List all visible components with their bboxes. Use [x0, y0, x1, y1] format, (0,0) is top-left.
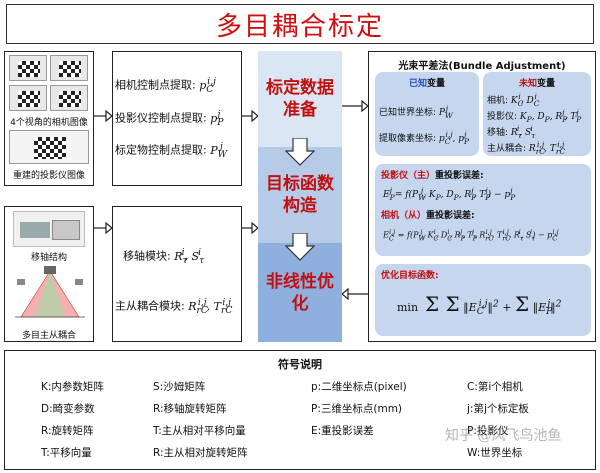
stage-arrow-2: [285, 233, 315, 261]
module-panel: 移轴模块: Rτi, Sτi 主从耦合模块: RrCi,j, TrCi,j: [112, 206, 242, 342]
projector-image-caption: 重建的投影仪图像: [12, 171, 85, 181]
watermark: 知乎 @风飞鸟池鱼: [445, 428, 562, 444]
unknown-camera: 相机: KCi, DCi: [487, 92, 540, 108]
multi-coupling-caption: 多目主从耦合: [21, 331, 76, 341]
objective-title: 优化目标函数:: [381, 271, 439, 281]
known-world-coords: 已知世界坐标: PWj: [379, 104, 453, 120]
control-point-panel: 相机控制点提取: pCi,j 投影仪控制点提取: pPj 标定物控制点提取: P…: [112, 51, 242, 186]
stage-objective-function: 目标函数构造: [258, 147, 342, 243]
known-pixel-coords: 提取像素坐标: pCi,j, pPj: [379, 130, 470, 146]
camera-view-3: [9, 85, 47, 111]
arrow-left-bottom: [94, 222, 112, 234]
arrow-mid-bottom: [242, 222, 258, 234]
arrow-left-top: [94, 110, 112, 122]
legend-col-3: p:二维坐标点(pixel) P:三维坐标点(mm) E:重投影误差: [311, 381, 407, 437]
coupling-module: 主从耦合模块: RrCi,j, TrCi,j: [115, 297, 233, 316]
camera-view-1: [9, 55, 47, 81]
known-variables-box: 已知变量 已知世界坐标: PWj 提取像素坐标: pCi,j, pPj: [375, 72, 479, 156]
unknown-projector: 投影仪: KP, DP, RPj, TPj: [487, 108, 582, 124]
axis-structure-image: [13, 211, 85, 247]
arrow-mid-top: [242, 110, 258, 122]
page-title: 多目耦合标定: [6, 4, 594, 44]
camera-control-points: 相机控制点提取: pCi,j: [115, 76, 216, 95]
optimization-objective-box: 优化目标函数: min Σ Σ ‖ECi,j‖2 + Σ ‖EPj‖2: [375, 264, 591, 336]
objective-formula: min Σ Σ ‖ECi,j‖2 + Σ ‖EPj‖2: [397, 292, 562, 318]
axis-module: 移轴模块: Rτi, Sτi: [123, 247, 205, 266]
ba-title: 光束平差法(Bundle Adjustment): [398, 61, 566, 72]
legend-col-2: S:沙姆矩阵 R:移轴旋转矩阵 T:主从相对平移向量 R:主从相对旋转矩阵: [153, 381, 248, 459]
arrow-to-ba: [342, 100, 368, 112]
bundle-adjustment-panel: 光束平差法(Bundle Adjustment) 已知变量 已知世界坐标: PW…: [368, 51, 596, 342]
legend-title: 符号说明: [278, 358, 322, 371]
unknown-variables-box: 未知变量 相机: KCi, DCi 投影仪: KP, DP, RPj, TPj …: [483, 72, 591, 156]
stage-data-preparation: 标定数据准备: [258, 51, 342, 147]
target-control-points: 标定物控制点提取: PWj: [115, 141, 228, 160]
multi-coupling-image: [15, 266, 85, 318]
arrow-from-ba: [342, 288, 368, 300]
camera-view-2: [50, 55, 88, 81]
structure-panel: 移轴结构 多目主从耦合: [4, 206, 94, 342]
axis-structure-caption: 移轴结构: [30, 253, 67, 263]
symbol-legend: 符号说明 K:内参数矩阵 D:畸变参数 R:旋转矩阵 T:平移向量 S:沙姆矩阵…: [4, 350, 596, 470]
legend-col-4: C:第i个相机 j:第j个标定板 P:投影仪 W:世界坐标: [467, 381, 529, 459]
projector-control-points: 投影仪控制点提取: pPj: [115, 109, 224, 128]
camera-view-4: [50, 85, 88, 111]
reprojection-error-box: 投影仪（主）重投影误差: EPj = f(PWj, KP, DP, RPj, T…: [375, 164, 591, 256]
projector-error-formula: EPj = f(PWj, KP, DP, RPj, TPj) − pPj: [383, 186, 516, 202]
camera-images-panel: 4个视角的相机图像 重建的投影仪图像: [4, 51, 94, 186]
unknown-axis: 移轴: Rτi, Sτi: [487, 124, 536, 140]
unknown-coupling: 主从耦合: RrCi,j, TrCi,j: [487, 140, 566, 156]
camera-error-formula: ECi,j = f(PWj, KCi, DCi, RPj, TPj, RrCi,…: [383, 228, 559, 243]
camera-images-caption: 4个视角的相机图像: [10, 118, 88, 128]
legend-col-1: K:内参数矩阵 D:畸变参数 R:旋转矩阵 T:平移向量: [41, 381, 104, 459]
stage-arrow-1: [285, 138, 315, 166]
projector-image: [9, 130, 89, 164]
